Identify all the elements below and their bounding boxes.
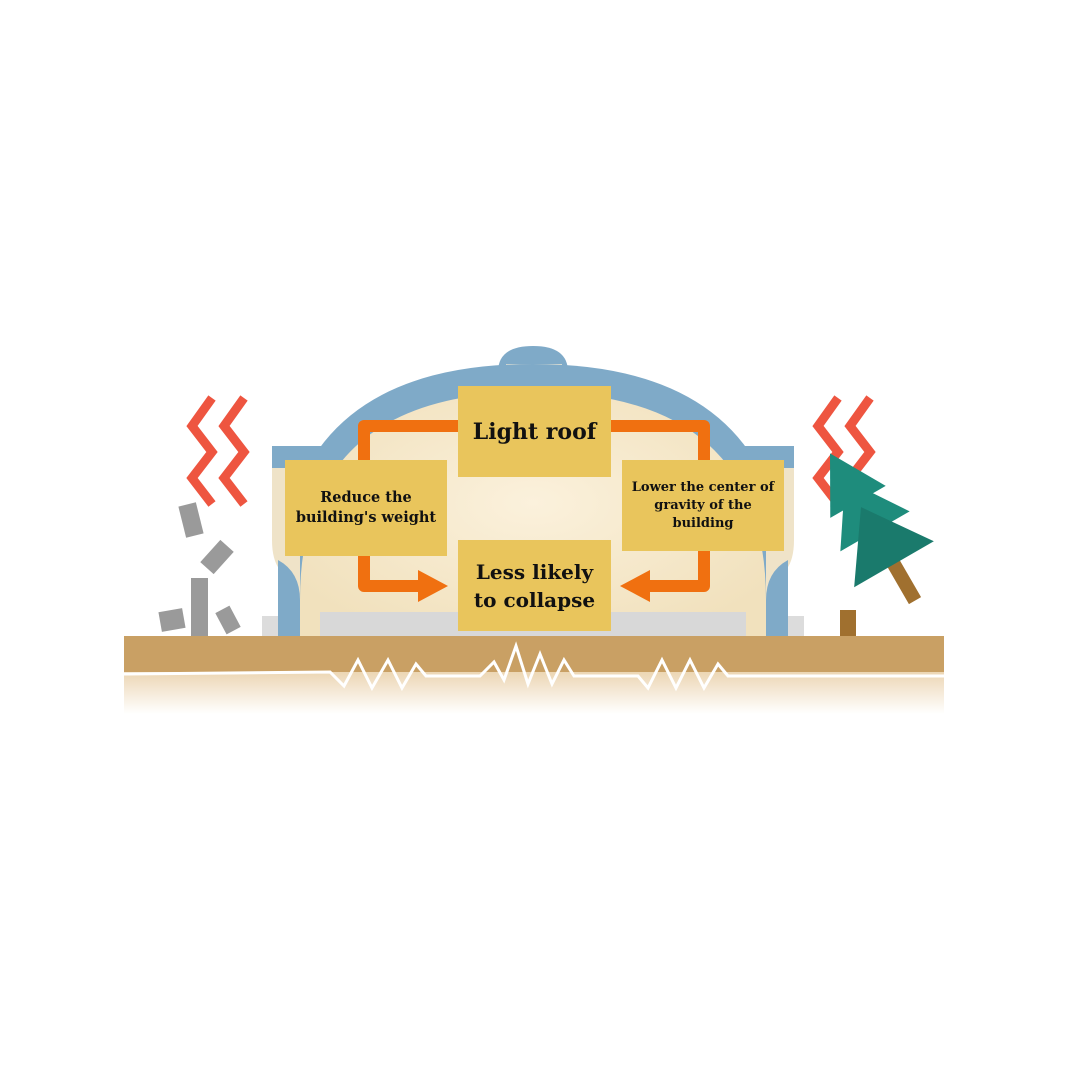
right-arrowhead-icon bbox=[620, 570, 650, 602]
less-likely-collapse-label: Less likely to collapse bbox=[458, 540, 611, 631]
less-likely-collapse-text: Less likely to collapse bbox=[473, 559, 596, 612]
left-pillar bbox=[278, 560, 300, 638]
right-pillar bbox=[766, 560, 788, 638]
left-shake-zigzag-icon bbox=[186, 395, 250, 507]
light-roof-label: Light roof bbox=[458, 386, 611, 477]
falling-debris-icon bbox=[158, 502, 241, 636]
tilted-tree-icon bbox=[830, 453, 934, 638]
reduce-weight-label: Reduce the building's weight bbox=[285, 460, 447, 556]
ground-crack-icon bbox=[123, 641, 944, 692]
ground bbox=[123, 636, 944, 714]
ground-shadow bbox=[124, 672, 944, 714]
lower-gravity-label: Lower the center of gravity of the build… bbox=[622, 460, 784, 551]
light-roof-text: Light roof bbox=[472, 418, 597, 445]
reduce-weight-text: Reduce the building's weight bbox=[295, 489, 437, 526]
lower-gravity-text: Lower the center of gravity of the build… bbox=[631, 479, 775, 531]
left-arrowhead-icon bbox=[418, 570, 448, 602]
